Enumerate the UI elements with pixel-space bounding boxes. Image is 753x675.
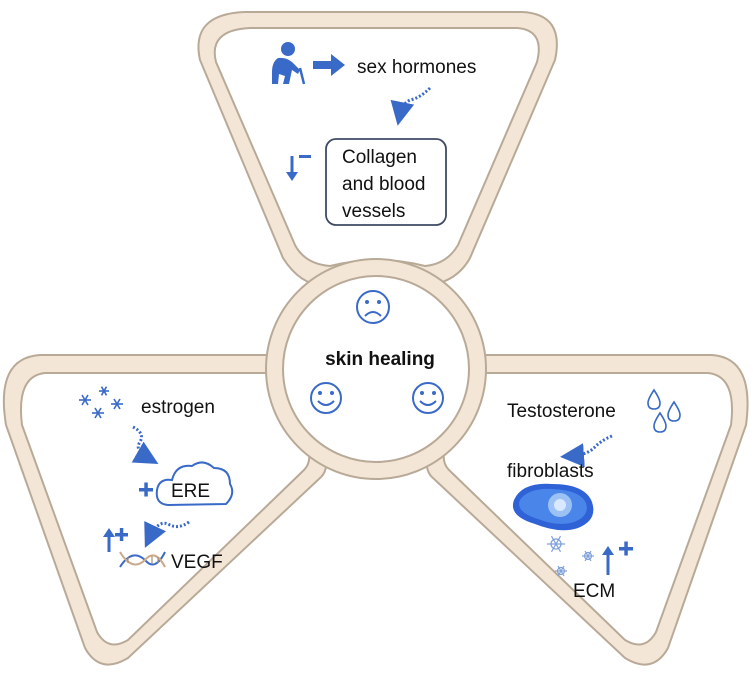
decrease-arrow-icon [286,155,311,181]
increase-arrow-icon [103,528,128,552]
fibroblast-cell-icon [512,483,594,531]
collagen-box-line1: Collagen [342,147,417,168]
elderly-person-icon [272,42,306,85]
snowflake-icon [79,386,123,419]
wavy-arrow-4 [560,434,613,468]
testosterone-label: Testosterone [507,401,616,422]
sex-hormones-label: sex hormones [357,57,476,78]
water-droplet-icon [647,388,681,433]
wavy-arrow-3 [144,520,190,548]
ecm-label: ECM [573,581,615,602]
estrogen-label: estrogen [141,397,215,418]
collagen-box [325,138,447,226]
increase-arrow-icon-2 [602,541,633,575]
cloud-icon [155,461,234,507]
top-panel: sex hormones Collagen and blood vessels [197,11,558,288]
right-panel: Testosterone fibroblasts [425,354,749,666]
happy-face-icon-left [310,382,342,414]
collagen-box-line2: and blood [342,174,425,195]
collagen-box-line3: vessels [342,201,405,222]
left-panel: estrogen ERE VEGF [2,354,328,666]
center-circle: skin healing [265,258,487,480]
ere-label: ERE [171,481,210,502]
sad-face-icon [356,290,390,324]
happy-face-icon-right [412,382,444,414]
right-arrow-icon [313,54,345,76]
vegf-label: VEGF [171,552,223,573]
fibroblasts-label: fibroblasts [507,461,594,482]
ecm-fiber-icon [547,535,594,577]
skin-healing-title: skin healing [325,349,435,370]
dna-icon [119,551,166,568]
plus-icon [139,482,153,497]
